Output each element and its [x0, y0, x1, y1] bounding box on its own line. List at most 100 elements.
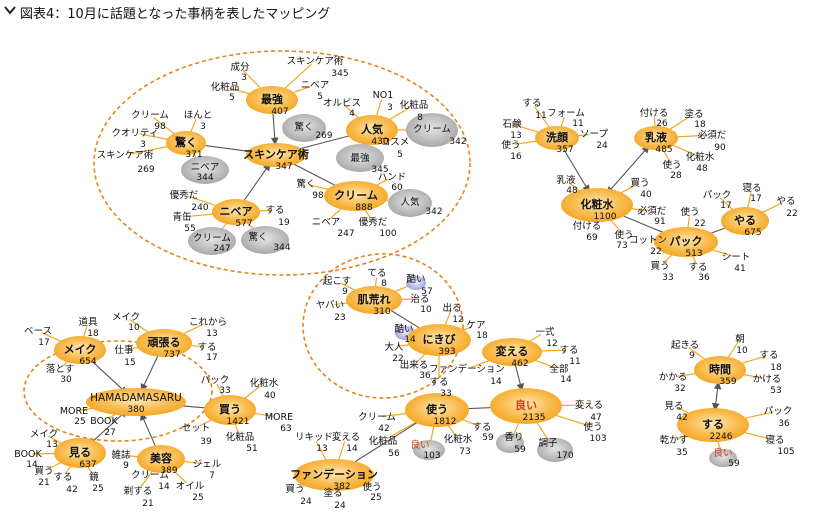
node-value: 60: [391, 183, 403, 193]
hub-label: する: [702, 418, 724, 431]
node-label: 化粧品: [400, 99, 429, 111]
hub-bubble-nikibi[interactable]: [407, 324, 471, 356]
hub-bubble-fandeshon[interactable]: [294, 459, 374, 491]
hub-bubble-odoroku[interactable]: [166, 131, 206, 155]
node-value: 3: [200, 122, 206, 132]
node-label: 付ける: [573, 221, 602, 232]
node-value: 11: [569, 357, 580, 367]
node-label: ケア: [466, 320, 485, 331]
node-label: する: [688, 262, 707, 273]
node-bubble: [537, 438, 573, 462]
hub-value: 357: [556, 145, 573, 155]
hub-value: 888: [355, 203, 372, 213]
figure-header: 図表4：10月に話題となった事柄を表したマッピング: [0, 0, 814, 24]
node-label: 治る: [410, 293, 429, 305]
node-label: コットン: [629, 235, 667, 246]
hub-bubble-kaeru[interactable]: [482, 338, 542, 366]
hub-bubble-miru[interactable]: [54, 438, 106, 468]
hub-bubble-hadaare[interactable]: [346, 286, 402, 314]
edge: [560, 117, 566, 129]
hub-bubble-tsukau[interactable]: [405, 393, 469, 427]
node-value: 17: [750, 194, 761, 204]
node-value: 17: [38, 338, 49, 348]
hub-bubble-senganshi[interactable]: [535, 126, 579, 150]
node-value: 55: [184, 224, 195, 234]
hub-bubble-kau[interactable]: [204, 395, 256, 425]
hub-bubble-suru[interactable]: [677, 408, 749, 442]
node-label: 化粧水: [686, 151, 715, 163]
node-bubble: [413, 440, 445, 460]
hub-bubble-meiku[interactable]: [54, 336, 106, 364]
node-value: 98: [312, 191, 324, 201]
node-label: パック: [764, 406, 793, 417]
edge: [337, 441, 346, 462]
node-label: 仕事: [114, 344, 134, 356]
node-value: 26: [656, 119, 668, 129]
edge: [687, 216, 691, 229]
hub-label: 時間: [709, 362, 731, 376]
edge: [242, 162, 271, 203]
node-label: ジェル: [193, 459, 222, 470]
node-bubble: [188, 227, 236, 255]
hub-bubble-yaru[interactable]: [721, 207, 769, 235]
hub-label: 人気: [361, 122, 383, 136]
node-value: 73: [459, 447, 470, 457]
cluster-outline: [302, 253, 464, 399]
node-label: ソープ: [580, 129, 608, 140]
node-value: 13: [316, 444, 327, 454]
node-label: 化粧品: [211, 81, 240, 93]
node-value: 25: [74, 417, 85, 427]
hub-bubble-yoi[interactable]: [490, 388, 562, 424]
edge: [375, 99, 383, 118]
hub-bubble-cream[interactable]: [324, 181, 388, 211]
node-label: 道具: [78, 316, 98, 328]
hub-value: 485: [655, 145, 672, 155]
hub-bubble-pack[interactable]: [654, 227, 718, 257]
node-value: 33: [219, 386, 230, 396]
node-label: BOOK: [90, 416, 118, 427]
hub-value: 430: [371, 137, 388, 147]
hub-label: 使う: [425, 402, 448, 416]
hub-bubble-keshosui[interactable]: [561, 188, 633, 222]
hub-bubble-biyou[interactable]: [137, 445, 185, 473]
node-label: ニベア: [301, 80, 330, 91]
edge: [534, 419, 550, 442]
chevron-down-icon[interactable]: [4, 4, 16, 16]
node-value: 10: [736, 346, 748, 356]
node-value: 5: [229, 93, 235, 103]
node-label: 付ける: [640, 108, 669, 119]
edge: [284, 159, 345, 191]
hub-value: 513: [685, 249, 702, 259]
edge: [315, 440, 328, 463]
hub-bubble-jikan[interactable]: [694, 356, 746, 384]
edge: [270, 112, 279, 146]
hub-value: 393: [438, 347, 455, 357]
node-value: 342: [425, 207, 442, 217]
hub-bubble-hamada[interactable]: [86, 388, 186, 416]
node-label: 驚く: [248, 231, 267, 243]
node-label: 買う: [630, 178, 649, 189]
hub-bubble-nivea[interactable]: [212, 199, 260, 225]
node-label: フォーム: [547, 108, 585, 119]
node-label: ベース: [24, 326, 52, 337]
hub-bubble-skincare[interactable]: [246, 143, 306, 167]
node-bubble: [336, 144, 384, 172]
node-label: 必須だ: [698, 129, 727, 141]
node-value: 14: [404, 335, 416, 345]
hub-label: ニベア: [220, 205, 253, 218]
node-value: 247: [213, 244, 230, 254]
hub-bubble-ninki[interactable]: [346, 115, 398, 145]
hub-label: 化粧水: [581, 197, 615, 211]
node-label: 使う: [362, 481, 381, 493]
node-label: 優秀だ: [359, 216, 388, 228]
hub-label: 変える: [496, 344, 529, 358]
hub-label: ファンデーション: [290, 467, 378, 481]
hub-bubble-saikyo[interactable]: [246, 86, 298, 114]
node-label: スキンケア術: [287, 55, 344, 67]
node-label: やる: [776, 196, 795, 207]
hub-value: 2135: [523, 413, 546, 423]
hub-bubble-nyueki[interactable]: [634, 126, 678, 150]
node-label: オルビス: [323, 98, 361, 109]
hub-bubble-ganbaru[interactable]: [136, 329, 192, 357]
